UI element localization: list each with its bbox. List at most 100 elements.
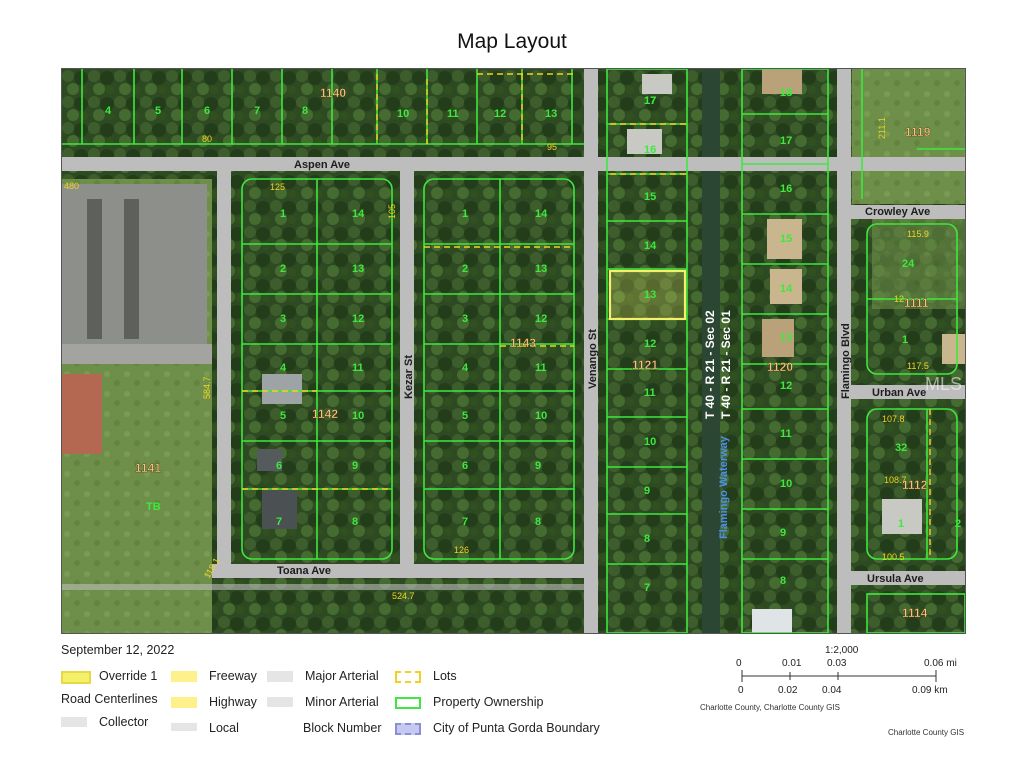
lot-number: 12 <box>352 313 364 325</box>
lot-number: 2 <box>462 263 468 275</box>
map-title: Map Layout <box>457 30 567 53</box>
scale-km-2: 0.04 <box>822 685 842 696</box>
legend-lots: Lots <box>395 667 515 685</box>
scale-km-3: 0.09 km <box>912 685 948 696</box>
lot-number: 2 <box>955 518 961 530</box>
lot-number: 9 <box>780 527 786 539</box>
lot-number: 8 <box>535 516 541 528</box>
lot-number: 10 <box>780 478 792 490</box>
dimension-label: 107.8 <box>882 414 905 424</box>
scale-mi-1: 0.01 <box>782 658 802 669</box>
lot-number: 16 <box>644 144 656 156</box>
lot-number: 8 <box>644 533 650 545</box>
lot-lines <box>242 73 931 559</box>
aerial-map[interactable]: T 40 - R 21 - Sec 02 T 40 - R 21 - Sec 0… <box>62 69 965 633</box>
street-label-aspen-ave: Aspen Ave <box>294 159 350 171</box>
street-label-ursula-ave: Ursula Ave <box>867 573 924 585</box>
legend-freeway: Freeway <box>171 667 281 685</box>
block-number-label: 1112 <box>902 478 928 492</box>
dimension-label: 480 <box>64 181 79 191</box>
scale-line <box>741 670 937 682</box>
legend-highway: Highway <box>171 693 281 711</box>
dimension-label: 211.1 <box>877 117 887 139</box>
ursula-ave-road <box>851 571 965 585</box>
dimension-label: 12 <box>894 294 904 304</box>
dimension-label: 95 <box>547 142 557 152</box>
legend-local: Local <box>171 719 281 737</box>
lot-number: 18 <box>780 87 792 99</box>
lot-number: 10 <box>535 410 547 422</box>
lot-number: 6 <box>462 460 468 472</box>
lot-number: 13 <box>780 332 792 344</box>
lot-number: 12 <box>780 380 792 392</box>
lot-number: 15 <box>780 233 792 245</box>
street-labels: Aspen Ave Kezar St Venango St Toana Ave … <box>277 159 930 585</box>
section-label-01: T 40 - R 21 - Sec 01 <box>719 310 733 419</box>
lot-number: 8 <box>302 105 308 117</box>
aspen-ave-road <box>62 157 965 171</box>
lot-number: 7 <box>462 516 468 528</box>
lot-number: 7 <box>254 105 260 117</box>
map-view[interactable]: T 40 - R 21 - Sec 02 T 40 - R 21 - Sec 0… <box>61 68 966 634</box>
section-label-02: T 40 - R 21 - Sec 02 <box>703 310 717 419</box>
scale-km-1: 0.02 <box>778 685 798 696</box>
lot-number: 4 <box>280 362 287 374</box>
lot-number: 10 <box>352 410 364 422</box>
lot-number: 8 <box>352 516 358 528</box>
dimension-label: 524.7 <box>392 591 415 601</box>
lot-number: 12 <box>494 108 506 120</box>
kezar-st-road <box>400 167 414 577</box>
lot-number: 18 <box>780 87 792 99</box>
dimension-label: 80 <box>202 134 212 144</box>
lot-number: 9 <box>535 460 541 472</box>
lot-number: 1 <box>898 518 904 530</box>
dimension-label: 584.7 <box>202 376 212 399</box>
lot-number: 2 <box>280 263 286 275</box>
urban-ave-road <box>851 385 965 399</box>
mls-watermark: MLS <box>925 374 962 394</box>
scale-bar: 1:2,000 0 0.01 0.03 0.06 mi 0 0.02 0.04 … <box>700 645 980 715</box>
block-number-label: 1142 <box>312 407 338 421</box>
block-number-label: 1121 <box>632 358 658 372</box>
crowley-ave-road <box>851 205 965 219</box>
block-numbers: 1140 1119 1111 1143 1121 1120 1142 1141 … <box>135 86 931 620</box>
dimension-label: 117.5 <box>907 361 929 371</box>
lot-number: 11 <box>352 362 364 374</box>
lot-number: 14 <box>780 283 793 295</box>
scale-mi-0: 0 <box>736 658 742 669</box>
lot-number: 12 <box>644 338 656 350</box>
lot-number: 12 <box>535 313 547 325</box>
lot-number: 15 <box>644 191 656 203</box>
lot-number: 5 <box>462 410 468 422</box>
lot-number: 7 <box>276 516 282 528</box>
map-date: September 12, 2022 <box>61 643 175 657</box>
dimension-label: 100.5 <box>882 552 905 562</box>
lot-number: 16 <box>780 183 792 195</box>
legend-minor-arterial: Minor Arterial <box>267 693 397 711</box>
street-label-toana-ave: Toana Ave <box>277 565 331 577</box>
legend-collector: Collector <box>61 713 181 731</box>
dimension-label: 108.7 <box>884 475 907 485</box>
lot-number: 14 <box>535 208 548 220</box>
lot-number: 14 <box>352 208 365 220</box>
lot-number: 17 <box>780 135 792 147</box>
block-number-label: 1140 <box>320 86 346 100</box>
lot-number: 4 <box>105 105 112 117</box>
dimension-label: 126 <box>454 545 469 555</box>
legend-city-boundary: City of Punta Gorda Boundary <box>395 719 645 737</box>
legend-major-arterial: Major Arterial <box>267 667 397 685</box>
street-label-kezar-st: Kezar St <box>403 355 415 399</box>
street-label-urban-ave: Urban Ave <box>872 387 926 399</box>
section-line-labels: T 40 - R 21 - Sec 02 T 40 - R 21 - Sec 0… <box>703 310 733 419</box>
lot-number: 11 <box>644 387 656 399</box>
corner-credit: Charlotte County GIS <box>888 728 965 737</box>
override-lot-13[interactable] <box>608 269 687 321</box>
lot-number: 13 <box>535 263 547 275</box>
lot-number: 13 <box>545 108 557 120</box>
street-label-crowley-ave: Crowley Ave <box>865 206 930 218</box>
block-number-label: 1143 <box>510 336 536 350</box>
block-number-label: 1119 <box>905 125 931 139</box>
scale-km-0: 0 <box>738 685 744 696</box>
lot-number: 13 <box>644 289 656 301</box>
